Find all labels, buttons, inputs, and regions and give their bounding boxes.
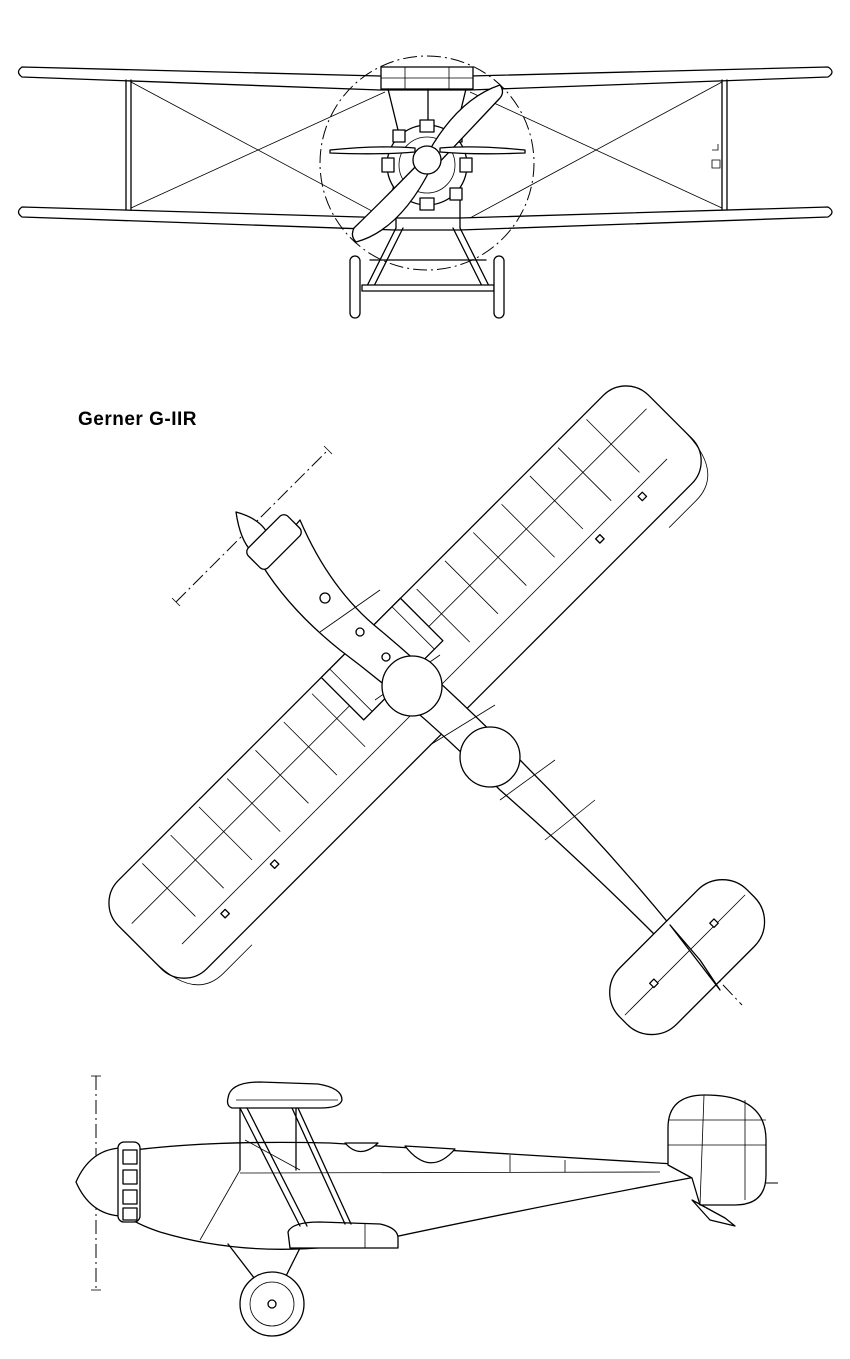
spinner-side: [76, 1148, 120, 1216]
side-view: [76, 1076, 778, 1336]
lower-wing-front: [19, 207, 833, 230]
landing-gear-front: [350, 228, 504, 318]
tailplane-top: [595, 865, 779, 1049]
top-view: [96, 373, 779, 1049]
propeller-disc: [320, 56, 534, 270]
front-cockpit: [382, 656, 442, 716]
upper-wing-side: [228, 1082, 343, 1108]
radial-engine-side: [118, 1142, 140, 1222]
drawing-title: Gerner G-IIR: [78, 409, 197, 430]
tail-fin: [668, 1095, 766, 1205]
rear-cockpit: [460, 727, 520, 787]
propeller-front: [330, 85, 525, 242]
lower-wing-side: [288, 1222, 398, 1248]
front-view: [19, 56, 833, 318]
upper-wing-front: [19, 67, 833, 90]
fuselage-side: [120, 1142, 742, 1249]
